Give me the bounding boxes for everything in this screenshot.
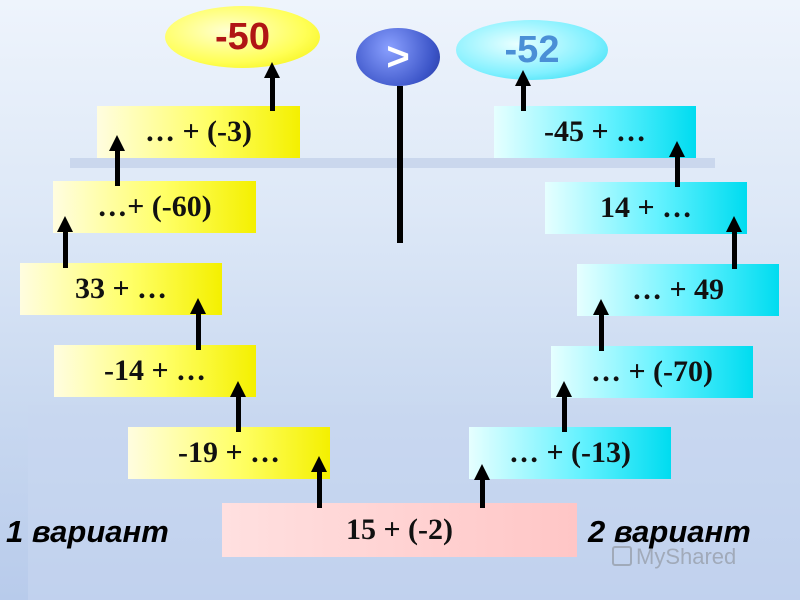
variant-1-label: 1 вариант: [6, 514, 169, 549]
right-box-3: … + 49: [577, 264, 779, 316]
arrow-up-icon: [311, 456, 327, 508]
right-result-oval: -52: [456, 20, 608, 80]
left-result-oval: -50: [165, 6, 320, 68]
arrow-up-icon: [669, 141, 685, 187]
right-box-5: … + (-13): [469, 427, 671, 479]
left-box-5: -19 + …: [128, 427, 330, 479]
right-box-1-text: -45 + …: [543, 115, 647, 148]
right-result-value: -52: [504, 28, 560, 71]
left-box-5-text: -19 + …: [177, 436, 281, 469]
right-box-4-text: … + (-70): [590, 355, 714, 388]
left-box-1: … + (-3): [97, 106, 300, 158]
right-box-5-text: … + (-13): [508, 436, 632, 469]
left-box-1-text: … + (-3): [144, 115, 253, 148]
arrow-up-icon: [474, 464, 490, 508]
start-expression: 15 + (-2): [345, 513, 454, 546]
comparison-sign: >: [386, 34, 410, 79]
watermark: MyShared: [612, 544, 736, 570]
left-box-2: …+ (-60): [53, 181, 256, 233]
right-box-4: … + (-70): [551, 346, 753, 398]
arrow-up-icon: [109, 135, 125, 186]
arrow-up-icon: [190, 298, 206, 350]
arrow-up-icon: [556, 381, 572, 432]
watermark-text: MyShared: [636, 544, 737, 569]
arrow-up-icon: [726, 216, 742, 269]
left-box-3-text: 33 + …: [74, 272, 168, 305]
right-box-3-text: … + 49: [631, 273, 725, 306]
left-box-2-text: …+ (-60): [97, 190, 212, 223]
arrow-up-icon: [230, 381, 246, 432]
divider-line: [397, 86, 403, 243]
arrow-up-icon: [57, 216, 73, 268]
variant-2-label: 2 вариант: [588, 514, 751, 549]
comparison-circle: >: [356, 28, 440, 86]
right-box-2-text: 14 + …: [599, 191, 693, 224]
left-result-value: -50: [215, 15, 270, 58]
left-box-4-text: -14 + …: [103, 354, 207, 387]
arrow-up-icon: [264, 62, 280, 111]
arrow-up-icon: [593, 299, 609, 351]
arrow-up-icon: [515, 70, 531, 111]
upper-backdrop-strip: [70, 158, 715, 168]
left-box-4: -14 + …: [54, 345, 256, 397]
start-box: 15 + (-2): [222, 503, 577, 557]
left-box-3: 33 + …: [20, 263, 222, 315]
watermark-logo-icon: [612, 546, 632, 566]
right-box-1: -45 + …: [494, 106, 696, 158]
right-box-2: 14 + …: [545, 182, 747, 234]
